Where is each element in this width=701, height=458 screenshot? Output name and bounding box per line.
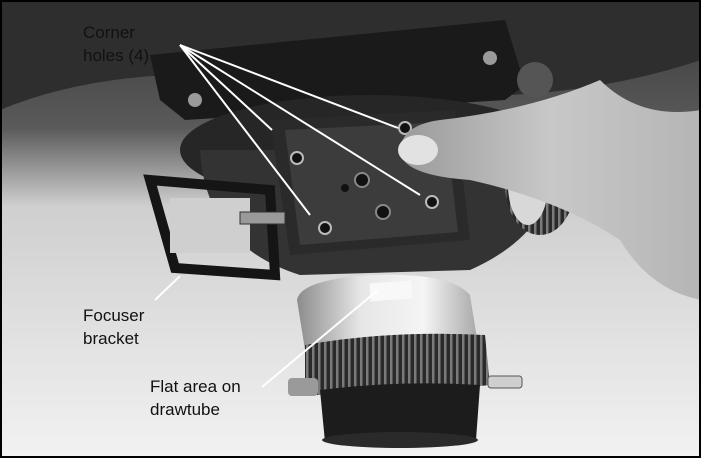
flat-area-label-line2: drawtube	[150, 400, 220, 419]
flat-area-callout: Flat area on drawtube	[150, 375, 241, 421]
mounting-plate	[150, 20, 525, 120]
bracket-pin	[239, 211, 286, 225]
thumbscrew-left	[288, 378, 318, 396]
plate-screw-right	[483, 51, 497, 65]
focuser-bracket-label-line1: Focuser	[83, 306, 145, 325]
corner-hole-3	[318, 221, 332, 235]
corner-hole-2	[398, 121, 412, 135]
plate-screw-left	[188, 93, 202, 107]
bracket-window	[170, 198, 250, 253]
knurled-ring	[305, 333, 490, 395]
thumbscrew-right	[487, 375, 523, 389]
corner-hole-1	[290, 151, 304, 165]
center-hole-1	[354, 172, 370, 188]
lower-barrel	[320, 383, 480, 446]
right-knob-upper	[517, 62, 553, 98]
hand	[400, 80, 701, 300]
center-hole-2	[375, 204, 391, 220]
corner-holes-label-line1: Corner	[83, 23, 135, 42]
fingernail	[398, 135, 438, 165]
barrel-bottom	[322, 432, 478, 448]
corner-holes-label-line2: holes (4)	[83, 46, 150, 65]
focuser-bracket	[143, 174, 281, 281]
drawtube	[297, 274, 478, 354]
corner-hole-4	[425, 195, 439, 209]
focuser-bracket-label-line2: bracket	[83, 329, 139, 348]
corner-holes-callout: Corner holes (4)	[83, 21, 149, 67]
focuser-bracket-callout: Focuser bracket	[83, 304, 144, 350]
flat-area	[369, 280, 413, 302]
center-hole-3	[341, 184, 349, 192]
flat-area-label-line1: Flat area on	[150, 377, 241, 396]
